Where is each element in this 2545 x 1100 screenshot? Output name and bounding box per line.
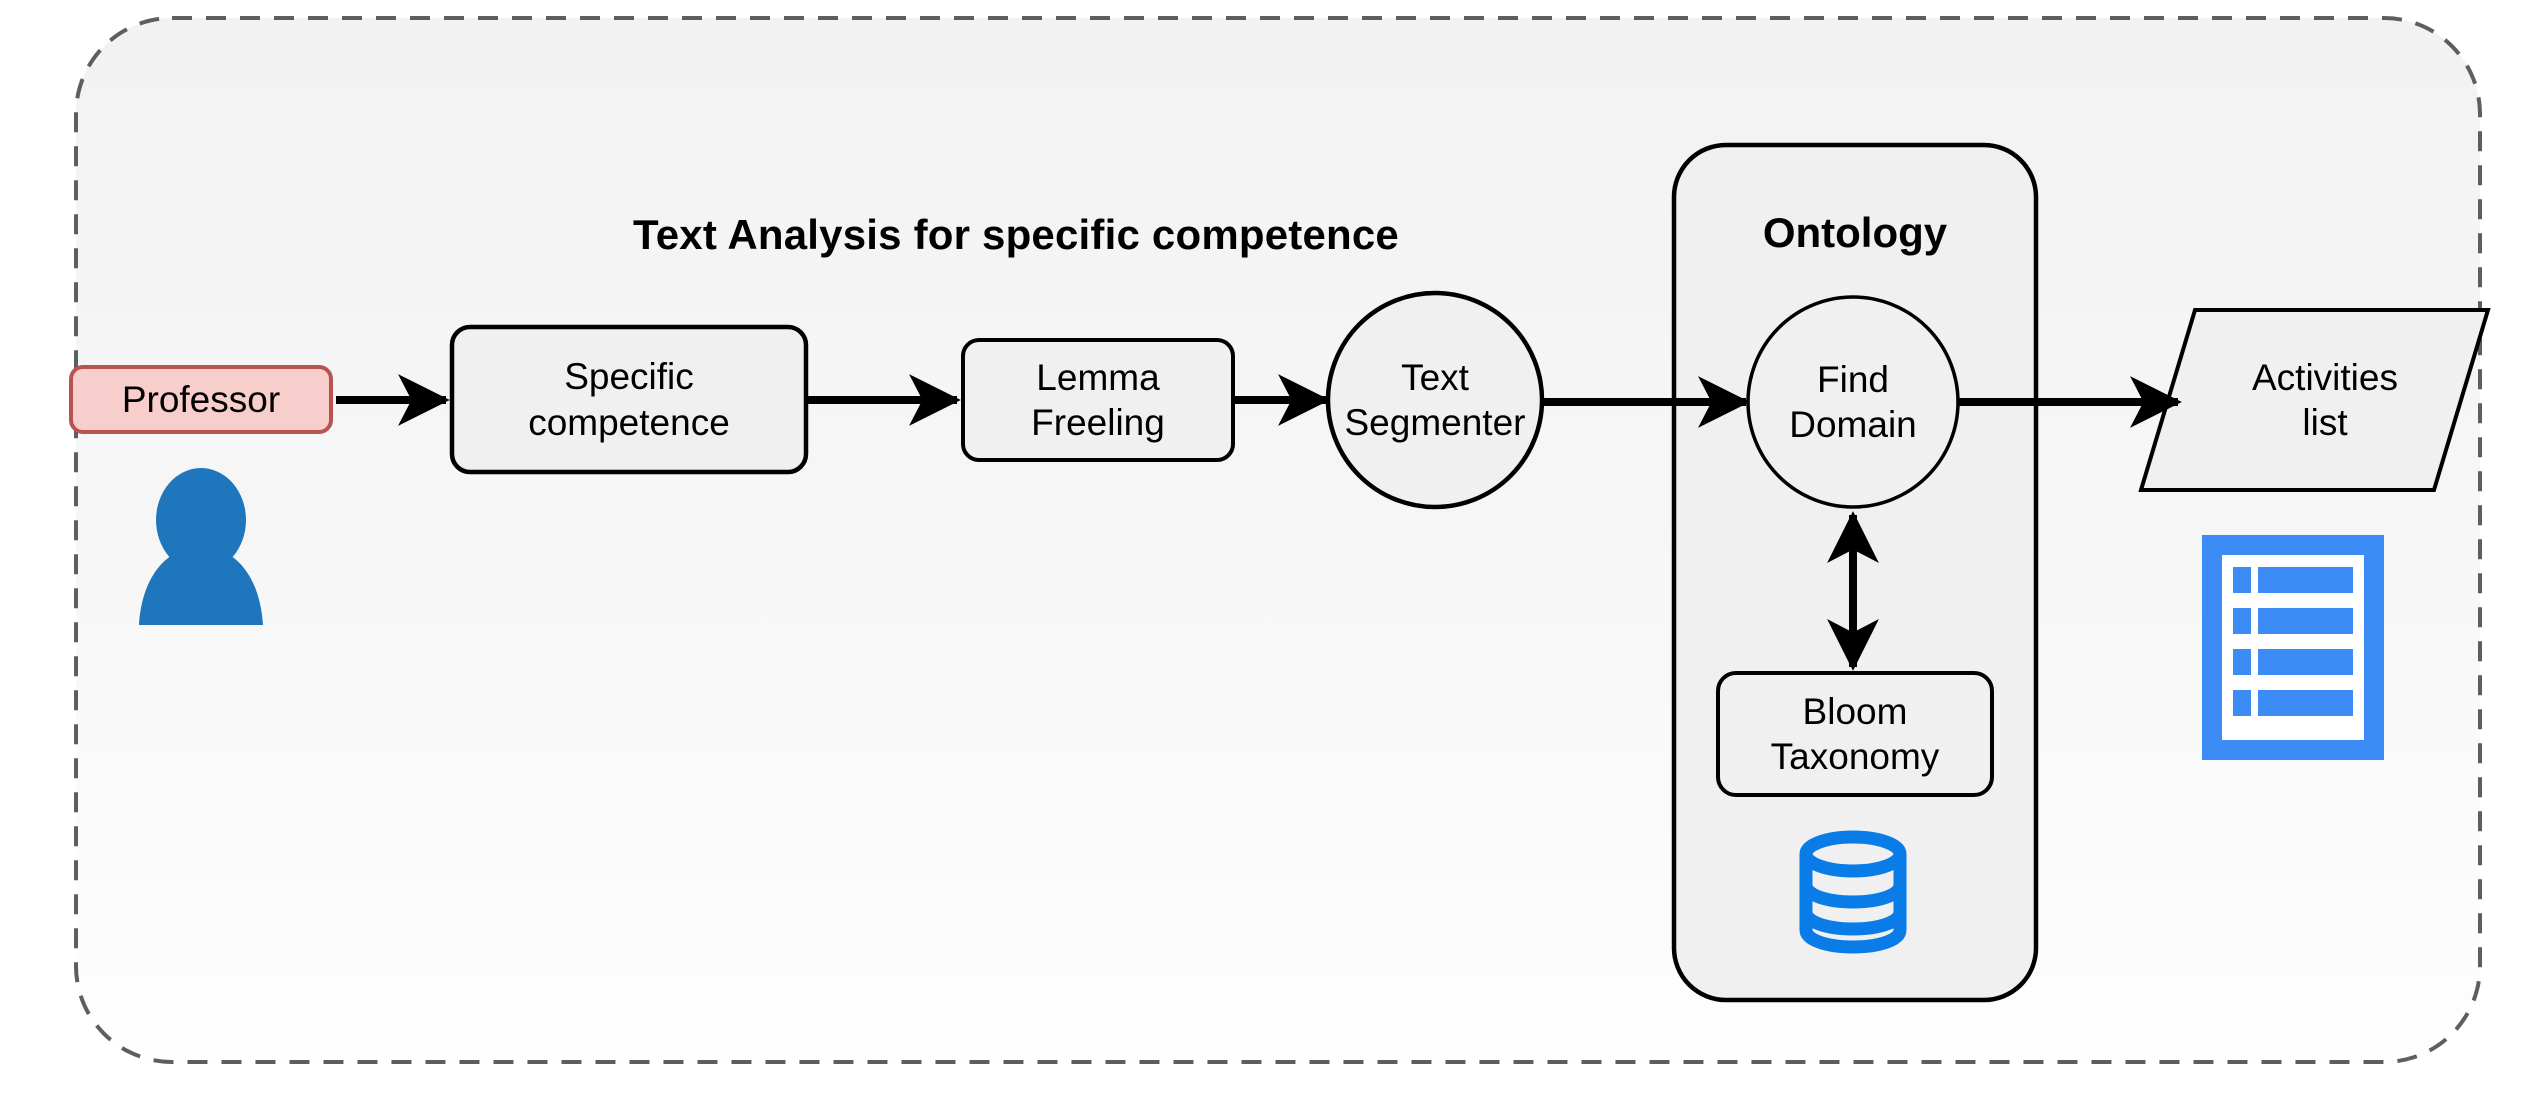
user-icon [139,468,263,625]
activities-list-shape[interactable] [2138,308,2491,492]
database-icon [1799,830,1907,954]
lemma-freeling-box[interactable] [961,338,1235,462]
text-segmenter-circle[interactable] [1325,290,1545,510]
find-domain-circle[interactable] [1746,295,1960,509]
list-document-icon [2202,535,2384,760]
dashed-boundary [74,16,2482,1064]
bloom-taxonomy-box[interactable] [1716,671,1994,797]
professor-box[interactable] [69,365,333,434]
specific-competence-box[interactable] [449,324,809,475]
